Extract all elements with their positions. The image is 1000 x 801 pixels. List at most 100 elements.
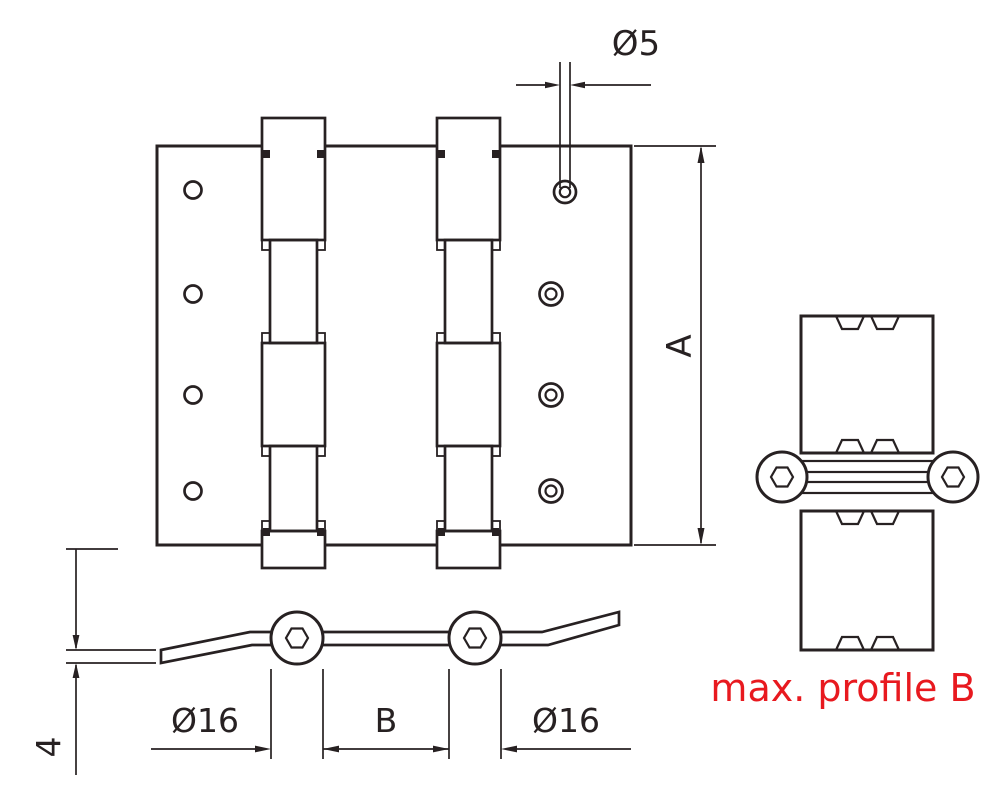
arrowhead-down-icon (72, 635, 80, 650)
arrowhead-up-icon (72, 663, 80, 678)
spring-pin-notch (492, 528, 499, 536)
barrel-column-right (435, 116, 502, 570)
barrel-end-left (755, 450, 809, 504)
front-view: Ø5 A (155, 24, 716, 570)
center-carrier-plate (325, 144, 437, 547)
dimension-hole-diameter: Ø5 (516, 24, 660, 188)
right-leaf-plate (500, 144, 633, 547)
right-plate-holes (538, 179, 578, 504)
hex-socket-icon (940, 466, 966, 488)
lower-leaf-section (797, 480, 938, 495)
spring-pin-notch (492, 150, 499, 158)
arrowhead-left-icon (323, 745, 339, 753)
dimension-height-A: A (634, 145, 716, 546)
spring-pin-notch (317, 528, 324, 536)
barrel-column-left (260, 116, 327, 570)
arrowhead-down-icon (697, 528, 705, 545)
knuckle-tabs (835, 315, 900, 651)
countersunk-hole-inner (558, 185, 572, 199)
countersunk-hole-outer (552, 179, 578, 205)
knuckle-step (436, 239, 446, 251)
knuckle-segment (443, 238, 494, 345)
screw-hole (183, 180, 203, 200)
knuckle-step (491, 332, 501, 344)
knuckle-segment (435, 116, 502, 242)
countersunk-hole-inner (544, 388, 558, 402)
arrowhead-left-icon (570, 81, 585, 89)
knuckle-step (316, 332, 326, 344)
thickness-label: 4 (29, 737, 68, 758)
knuckle-step (491, 445, 501, 457)
knuckle-step (261, 332, 271, 344)
countersunk-hole-outer (538, 382, 564, 408)
spring-pin-notch (438, 150, 445, 158)
knuckle-segment (260, 529, 327, 570)
bottom-profile-view: 4 Ø16 B Ø16 (29, 548, 631, 775)
left-barrel-diameter-label: Ø16 (171, 701, 239, 740)
knuckle-step (491, 239, 501, 251)
knuckle-step (436, 332, 446, 344)
knuckle-segment (435, 341, 502, 448)
knuckle-tab (835, 438, 865, 454)
upper-leaf-section (797, 459, 938, 474)
spring-pin-notch (438, 528, 445, 536)
extension-lines (66, 649, 156, 664)
knuckle-step (316, 445, 326, 457)
hex-socket-icon (462, 627, 488, 649)
arrowhead-right-icon (433, 745, 449, 753)
right-barrel-diameter-label: Ø16 (532, 701, 600, 740)
knuckle-segment (443, 444, 494, 533)
countersunk-hole-outer (538, 281, 564, 307)
knuckle-segment (268, 444, 319, 533)
knuckle-step (316, 239, 326, 251)
countersunk-hole-inner (544, 484, 558, 498)
knuckle-tab (835, 510, 865, 526)
spring-pin-notch (263, 528, 270, 536)
arrowhead-up-icon (697, 146, 705, 163)
knuckle-tab (870, 510, 900, 526)
knuckle-tab (835, 635, 865, 651)
barrel-end-right (926, 450, 980, 504)
screw-hole (183, 284, 203, 304)
countersunk-hole-outer (538, 478, 564, 504)
knuckle-step (436, 445, 446, 457)
knuckle-segment (435, 529, 502, 570)
knuckle-step (261, 445, 271, 457)
dimension-barrels-and-center: Ø16 B Ø16 (151, 669, 631, 759)
spring-pin-notch (263, 150, 270, 158)
knuckle-segment (268, 238, 319, 345)
hinge-leaf-profile (159, 610, 621, 665)
knuckle-segment (260, 116, 327, 242)
max-profile-caption: max. profile B (710, 666, 975, 710)
knuckle-segment (260, 341, 327, 448)
screw-hole (183, 385, 203, 405)
left-plate-holes (183, 180, 203, 501)
arrowhead-right-icon (545, 81, 560, 89)
arrowhead-left-icon (501, 745, 517, 753)
barrel-section-left (269, 610, 325, 666)
knuckle-step (261, 239, 271, 251)
knuckle-tab (870, 635, 900, 651)
upper-door-panel (799, 314, 935, 455)
side-view-max-profile: max. profile B (710, 314, 980, 710)
barrel-section-right (447, 610, 503, 666)
knuckle-tab (870, 438, 900, 454)
countersunk-hole-inner (544, 287, 558, 301)
extension-lines (270, 669, 502, 759)
lower-door-panel (799, 509, 935, 652)
arrowhead-right-icon (255, 745, 271, 753)
screw-hole (183, 481, 203, 501)
height-label: A (660, 334, 700, 357)
center-distance-label: B (375, 701, 398, 740)
extension-lines (634, 145, 716, 546)
knuckle-tab (870, 315, 900, 331)
dimension-thickness: 4 (29, 548, 156, 775)
knuckle-tab (835, 315, 865, 331)
hex-socket-icon (769, 466, 795, 488)
extension-lines (559, 62, 571, 188)
hole-diameter-label: Ø5 (612, 24, 660, 64)
spring-pin-notch (317, 150, 324, 158)
hex-socket-icon (284, 627, 310, 649)
